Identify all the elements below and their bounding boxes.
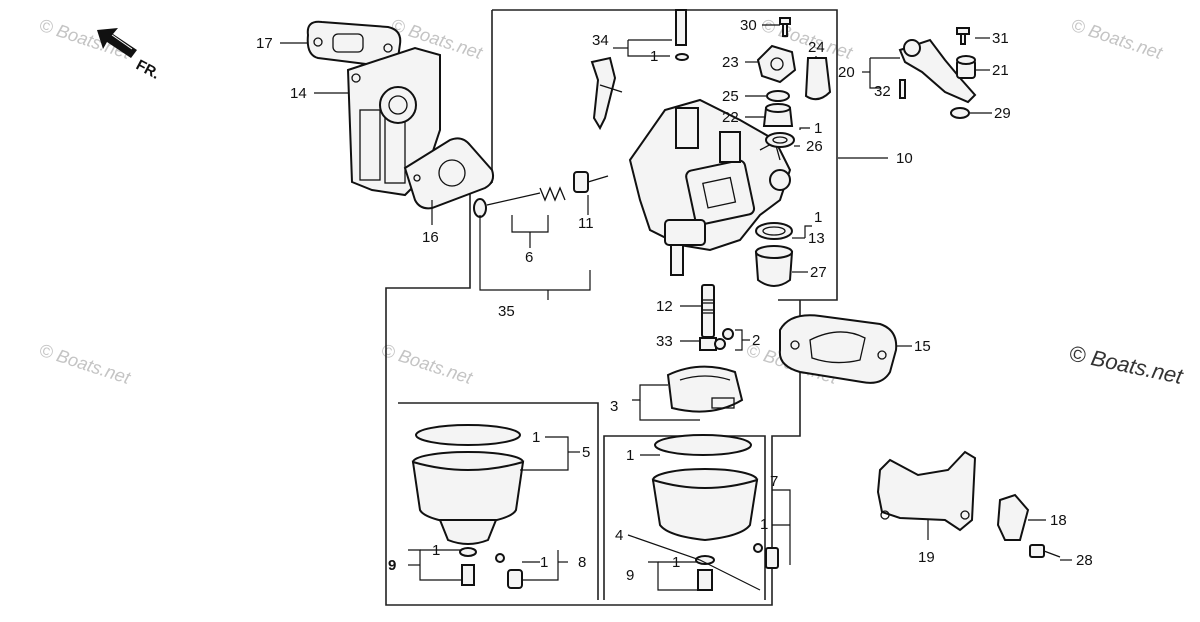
callout-8: 8 bbox=[578, 554, 586, 571]
callout-labels: 17 14 16 6 35 11 34 1 30 24 23 25 22 1 2… bbox=[256, 17, 1093, 584]
part-12-main-nozzle bbox=[701, 284, 715, 338]
callout-7: 7 bbox=[770, 473, 778, 490]
callout-34: 34 bbox=[592, 32, 609, 49]
part-16-gasket bbox=[403, 137, 495, 210]
part-30-screw bbox=[779, 17, 791, 37]
part-28-bolt bbox=[1029, 544, 1061, 558]
callout-16: 16 bbox=[422, 229, 439, 246]
part-8-drain-screw bbox=[495, 553, 523, 589]
part-29-nut bbox=[950, 107, 970, 119]
callout-25: 25 bbox=[722, 88, 739, 105]
part-15-gasket bbox=[778, 314, 898, 384]
leader-lines bbox=[280, 24, 1072, 591]
callout-13: 13 bbox=[808, 230, 825, 247]
part-2-jets bbox=[714, 328, 734, 350]
part-3-float bbox=[666, 365, 744, 413]
part-17-gasket bbox=[306, 20, 402, 68]
callout-15: 15 bbox=[914, 338, 931, 355]
callout-22: 22 bbox=[722, 109, 739, 126]
callout-19: 19 bbox=[918, 549, 935, 566]
callout-14: 14 bbox=[290, 85, 307, 102]
callout-18: 18 bbox=[1050, 512, 1067, 529]
part-carburetor-body bbox=[628, 98, 792, 276]
watermark-copyright: © Boats.net bbox=[1067, 340, 1186, 389]
front-arrow-icon bbox=[97, 28, 137, 58]
callout-32: 32 bbox=[874, 83, 891, 100]
callout-2: 2 bbox=[752, 332, 760, 349]
callout-23: 23 bbox=[722, 54, 739, 71]
callout-9: 9 bbox=[626, 567, 634, 584]
part-19-bracket bbox=[876, 450, 977, 532]
callout-9: 9 bbox=[388, 557, 396, 574]
callout-1: 1 bbox=[626, 447, 634, 464]
part-5-float-bowl bbox=[411, 424, 525, 586]
part-18-clip bbox=[996, 493, 1030, 541]
callout-28: 28 bbox=[1076, 552, 1093, 569]
front-label: FR. bbox=[133, 57, 162, 83]
callout-6: 6 bbox=[525, 249, 533, 266]
callout-26: 26 bbox=[806, 138, 823, 155]
callout-1: 1 bbox=[760, 516, 768, 533]
callout-1: 1 bbox=[432, 542, 440, 559]
part-21-collar bbox=[956, 55, 976, 79]
callout-11: 11 bbox=[578, 215, 594, 232]
callout-10: 10 bbox=[896, 150, 913, 167]
part-11-screw bbox=[573, 171, 609, 193]
part-13-oring bbox=[755, 222, 793, 240]
callout-1: 1 bbox=[532, 429, 540, 446]
callout-17: 17 bbox=[256, 35, 273, 52]
callout-1: 1 bbox=[814, 120, 822, 137]
part-33-jet bbox=[699, 337, 717, 351]
part-23-cap bbox=[756, 44, 797, 84]
part-22-valve bbox=[762, 103, 794, 127]
watermark: © Boats.net bbox=[379, 340, 476, 388]
part-34-choke-rod bbox=[590, 9, 689, 131]
part-7-drain-screw bbox=[753, 543, 779, 569]
part-25-washer bbox=[766, 90, 790, 102]
part-32-pin bbox=[899, 79, 906, 99]
watermark: © Boats.net bbox=[1069, 15, 1166, 63]
callout-29: 29 bbox=[994, 105, 1011, 122]
callout-20: 20 bbox=[838, 64, 855, 81]
callout-35: 35 bbox=[498, 303, 515, 320]
callout-24: 24 bbox=[808, 39, 825, 56]
callout-27: 27 bbox=[810, 264, 827, 281]
callout-3: 3 bbox=[610, 398, 618, 415]
parts bbox=[306, 9, 1061, 591]
callout-1: 1 bbox=[540, 554, 548, 571]
callout-31: 31 bbox=[992, 30, 1009, 47]
callout-30: 30 bbox=[740, 17, 757, 34]
callout-21: 21 bbox=[992, 62, 1009, 79]
callout-5: 5 bbox=[582, 444, 590, 461]
part-4-float-bowl bbox=[651, 434, 759, 591]
watermark: © Boats.net bbox=[37, 340, 134, 388]
part-27-cup bbox=[754, 245, 794, 287]
part-31-screw bbox=[956, 27, 970, 45]
callout-33: 33 bbox=[656, 333, 673, 350]
part-14-bracket bbox=[346, 46, 441, 197]
part-24-seal bbox=[804, 57, 832, 101]
callout-1: 1 bbox=[650, 48, 658, 65]
part-26-oring bbox=[765, 132, 795, 148]
callout-12: 12 bbox=[656, 298, 673, 315]
callout-1: 1 bbox=[814, 209, 822, 226]
part-6-pilot-screw bbox=[473, 186, 566, 218]
callout-4: 4 bbox=[615, 527, 623, 544]
callout-1: 1 bbox=[672, 554, 680, 571]
part-20-throttle-lever bbox=[898, 38, 977, 104]
